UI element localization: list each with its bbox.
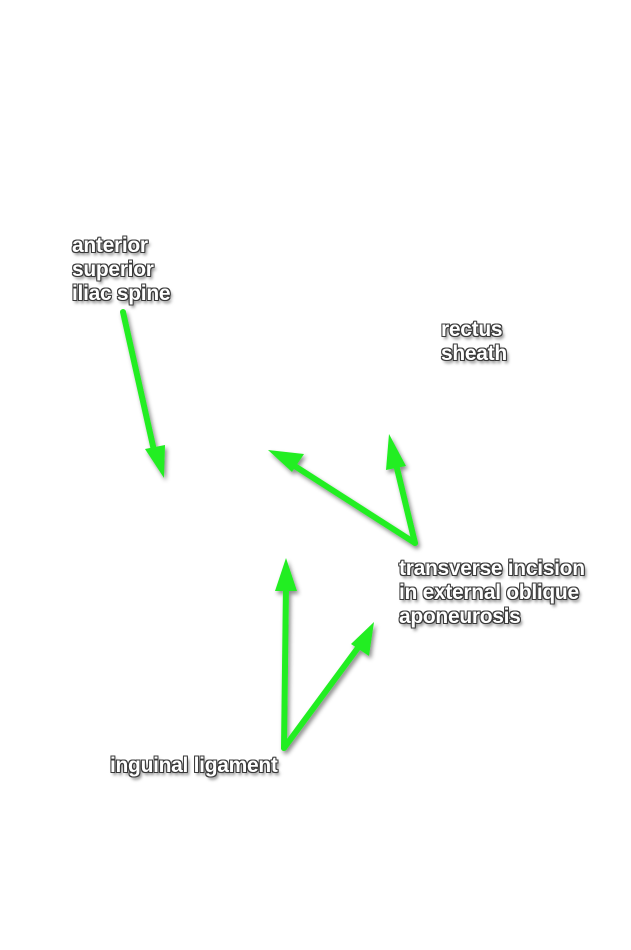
- arrow-asis: [120, 309, 165, 478]
- arrow-incision-left: [268, 450, 418, 546]
- label-line: iliac spine: [72, 282, 171, 305]
- arrow-incision-up: [386, 434, 418, 546]
- label-anterior-superior-iliac-spine: anterior superior iliac spine: [72, 234, 171, 306]
- label-line: superior: [72, 258, 154, 281]
- arrow-inguinal-right: [281, 622, 374, 751]
- label-line: rectus: [441, 318, 503, 341]
- label-inguinal-ligament: inguinal ligament: [110, 754, 278, 778]
- label-line: sheath: [441, 342, 507, 365]
- label-transverse-incision: transverse incision in external oblique …: [399, 557, 585, 629]
- label-line: transverse incision: [399, 557, 585, 580]
- label-line: in external oblique: [399, 581, 579, 604]
- label-line: anterior: [72, 234, 148, 257]
- label-line: aponeurosis: [399, 605, 521, 628]
- arrow-inguinal-up: [275, 558, 297, 751]
- label-line: inguinal ligament: [110, 754, 278, 777]
- label-rectus-sheath: rectus sheath: [441, 318, 507, 366]
